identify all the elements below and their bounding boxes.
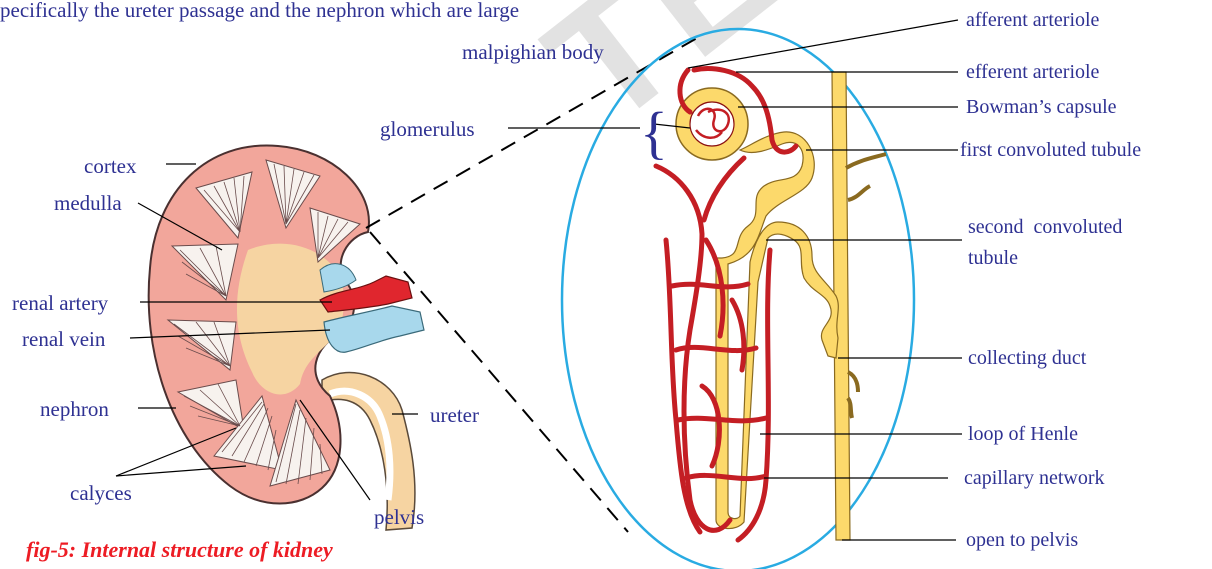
label-nephron: nephron [40, 399, 109, 420]
label-cortex: cortex [84, 156, 136, 177]
tubule [716, 132, 838, 529]
label-malpighian-body: malpighian body [462, 42, 604, 63]
label-efferent-arteriole: efferent arteriole [966, 62, 1099, 82]
label-renal-vein: renal vein [22, 329, 105, 350]
label-loop-of-henle: loop of Henle [968, 424, 1078, 444]
label-afferent-arteriole: afferent arteriole [966, 10, 1099, 30]
label-second-convoluted-tubule-line1: second convoluted [968, 217, 1122, 237]
label-pelvis: pelvis [374, 507, 424, 528]
figure-caption: fig-5: Internal structure of kidney [26, 539, 333, 561]
label-open-to-pelvis: open to pelvis [966, 530, 1078, 550]
malpighian-brace: { [640, 100, 668, 165]
kidney-illustration [149, 146, 424, 530]
label-bowmans-capsule: Bowman’s capsule [966, 97, 1117, 117]
nephron-illustration [656, 69, 886, 540]
label-calyces: calyces [70, 483, 132, 504]
label-glomerulus: glomerulus [380, 119, 475, 140]
label-first-convoluted-tubule: first convoluted tubule [960, 140, 1141, 160]
label-second-convoluted-tubule-line2: tubule [968, 248, 1018, 268]
label-collecting-duct: collecting duct [968, 348, 1086, 368]
label-capillary-network: capillary network [964, 468, 1105, 488]
label-ureter: ureter [430, 405, 479, 426]
label-renal-artery: renal artery [12, 293, 108, 314]
label-medulla: medulla [54, 193, 122, 214]
